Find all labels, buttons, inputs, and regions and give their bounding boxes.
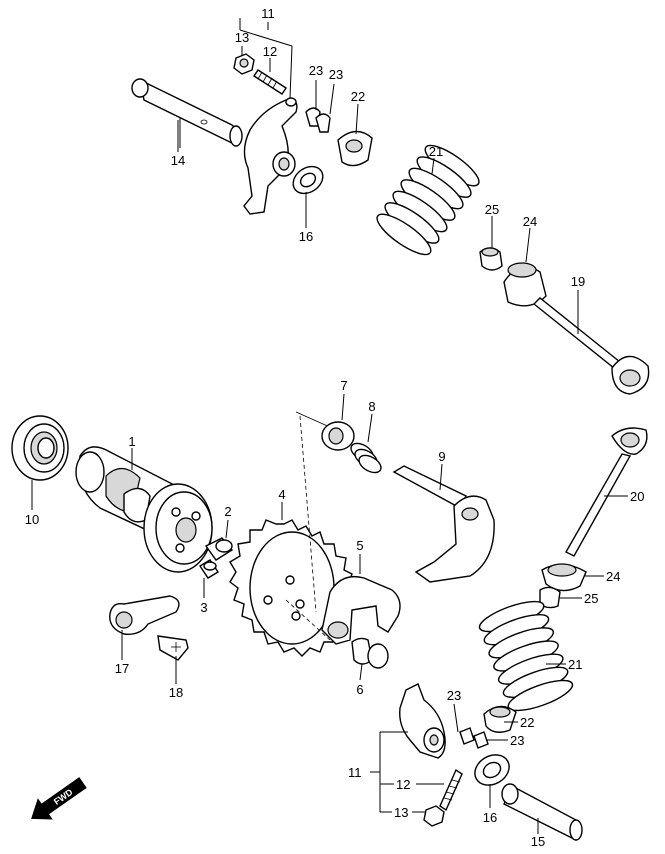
label-16-bottom: 16 — [483, 810, 497, 825]
label-22-top: 22 — [351, 89, 365, 104]
valve-spring-21-bottom — [478, 600, 574, 712]
label-16-top: 16 — [299, 229, 313, 244]
label-23-top-a: 23 — [309, 63, 323, 78]
stem-seal-25-top — [479, 247, 503, 271]
label-1: 1 — [128, 434, 135, 449]
spring-8 — [350, 442, 382, 474]
label-24-bottom: 24 — [606, 569, 620, 584]
leader-lines — [31, 18, 628, 834]
decompression-plate-5 — [321, 575, 401, 645]
spring-seat-24-bottom — [541, 563, 587, 592]
valve-cotters-23-bottom — [459, 727, 489, 749]
screw-18 — [157, 635, 189, 661]
rocker-arm-top — [243, 97, 298, 215]
rocker-arm-bottom — [399, 683, 446, 759]
label-7: 7 — [340, 378, 347, 393]
alignment-lines — [285, 411, 333, 641]
decompression-shaft-9 — [392, 465, 495, 583]
fwd-arrow-icon: FWD — [31, 777, 87, 820]
camshaft-1 — [75, 446, 213, 573]
label-21-top: 21 — [429, 144, 443, 159]
lever-17 — [109, 595, 180, 635]
label-11-bottom: 11 — [348, 765, 362, 780]
adjust-screw-12-top — [253, 69, 287, 95]
valve-cotters-23-top — [305, 107, 331, 133]
bolt-6 — [351, 637, 389, 669]
pin-2 — [204, 537, 234, 561]
lock-nut-13-bottom — [423, 805, 445, 827]
label-9: 9 — [438, 449, 445, 464]
spring-seat-24-top — [503, 262, 547, 307]
rocker-shaft-15 — [501, 783, 583, 841]
label-23-bottom-a: 23 — [447, 688, 461, 703]
label-19: 19 — [571, 274, 585, 289]
label-2: 2 — [224, 504, 231, 519]
label-22-bottom: 22 — [520, 715, 534, 730]
part-labels: 11 12 13 14 16 23 23 22 21 25 24 19 1 10… — [25, 6, 645, 849]
adjust-screw-12-bottom — [439, 768, 463, 812]
label-25-bottom: 25 — [584, 591, 598, 606]
label-10: 10 — [25, 512, 39, 527]
valve-19 — [532, 297, 650, 395]
label-23-top-b: 23 — [329, 67, 343, 82]
label-23-bottom-b: 23 — [510, 733, 524, 748]
label-17: 17 — [115, 661, 129, 676]
label-18: 18 — [169, 685, 183, 700]
rocker-shaft-14 — [131, 78, 243, 148]
label-8: 8 — [368, 399, 375, 414]
label-20: 20 — [630, 489, 644, 504]
label-13-top: 13 — [235, 30, 249, 45]
label-3: 3 — [200, 600, 207, 615]
label-24-top: 24 — [523, 214, 537, 229]
label-14: 14 — [171, 153, 185, 168]
label-15: 15 — [531, 834, 545, 849]
valve-spring-21-top — [376, 144, 480, 256]
washer-16-bottom — [474, 754, 510, 786]
bearing-10 — [11, 415, 69, 481]
valve-20 — [565, 427, 648, 557]
washer-16-top — [292, 165, 324, 195]
label-5: 5 — [356, 538, 363, 553]
label-12-bottom: 12 — [396, 777, 410, 792]
washer-7 — [321, 421, 355, 451]
spring-retainer-22-top — [337, 130, 373, 167]
label-12-top: 12 — [263, 44, 277, 59]
spring-retainer-22-bottom — [483, 705, 517, 733]
pin-3 — [199, 559, 219, 579]
label-21-bottom: 21 — [568, 657, 582, 672]
label-11-top: 11 — [261, 6, 275, 21]
label-25-top: 25 — [485, 202, 499, 217]
label-13-bottom: 13 — [394, 805, 408, 820]
label-6: 6 — [356, 682, 363, 697]
lock-nut-13-top — [233, 53, 255, 75]
label-4: 4 — [278, 487, 285, 502]
